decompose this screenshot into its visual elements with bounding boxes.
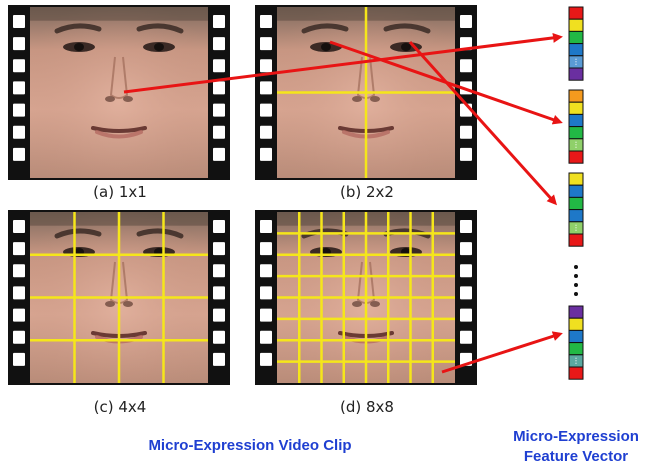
vector-cell: [568, 172, 584, 186]
vector-cell: [568, 126, 584, 140]
sprocket-hole: [213, 286, 225, 300]
sprocket-hole: [260, 352, 272, 366]
arrow-2x2-block2-to-vector: [408, 40, 558, 206]
panel-c: [8, 210, 230, 385]
panel-label-b: (b) 2x2: [340, 183, 394, 201]
sprocket-hole: [260, 125, 272, 139]
sprocket-hole: [13, 125, 25, 139]
grid-2x2: [277, 7, 455, 178]
sprocket-hole: [460, 242, 472, 256]
vector-cell: [568, 30, 584, 45]
vector-cell: [568, 342, 584, 356]
sprocket-hole: [13, 330, 25, 344]
sprocket-hole: [260, 81, 272, 95]
sprocket-hole: [13, 59, 25, 73]
feature-histogram-block: [568, 89, 584, 164]
sprocket-hole: [213, 147, 225, 161]
sprocket-hole: [460, 59, 472, 73]
sprocket-hole: [213, 242, 225, 256]
vector-cell: [568, 6, 584, 20]
video-clip-title: Micro-Expression Video Clip: [148, 437, 351, 454]
sprocket-hole: [213, 330, 225, 344]
sprocket-hole: [460, 125, 472, 139]
sprocket-hole: [460, 147, 472, 161]
sprocket-hole: [13, 81, 25, 95]
vector-ellipsis: [574, 265, 578, 296]
feature-vector-title-line2: Feature Vector: [524, 448, 628, 465]
sprocket-hole: [213, 37, 225, 51]
sprocket-hole: [213, 220, 225, 233]
vector-cell: [568, 329, 584, 344]
sprocket-hole: [13, 352, 25, 366]
sprocket-hole: [213, 264, 225, 278]
panel-a: [8, 5, 230, 180]
vector-cell: [568, 101, 584, 115]
sprocket-hole: [13, 103, 25, 117]
sprocket-hole: [460, 330, 472, 344]
vector-cell: [568, 305, 584, 319]
grid-8x8: [277, 212, 455, 383]
sprocket-hole: [213, 125, 225, 139]
sprocket-hole: [260, 308, 272, 322]
face-image: [30, 7, 208, 178]
sprocket-hole: [260, 37, 272, 51]
sprocket-hole: [460, 15, 472, 28]
grid-4x4: [30, 212, 208, 383]
panel-label-c: (c) 4x4: [94, 398, 147, 416]
sprocket-hole: [260, 286, 272, 300]
vector-cell: [568, 233, 584, 247]
panel-label-a: (a) 1x1: [93, 183, 147, 201]
feature-vector-title-line1: Micro-Expression: [513, 428, 639, 445]
sprocket-hole: [13, 37, 25, 51]
vector-cell: [568, 317, 584, 331]
sprocket-hole: [213, 15, 225, 28]
feature-histogram-block: [568, 172, 584, 247]
feature-histogram-block: [568, 6, 584, 81]
vector-cell: [568, 18, 584, 32]
sprocket-hole: [213, 308, 225, 322]
sprocket-hole: [213, 81, 225, 95]
sprocket-hole: [260, 242, 272, 256]
vector-cell: [568, 89, 584, 103]
vector-cell: [568, 150, 584, 164]
feature-vector: [568, 6, 584, 380]
arrow-1x1-to-vector: [123, 32, 563, 94]
sprocket-hole: [13, 308, 25, 322]
sprocket-hole: [260, 264, 272, 278]
sprocket-hole: [13, 286, 25, 300]
sprocket-hole: [460, 37, 472, 51]
vector-cell: [568, 196, 584, 211]
sprocket-hole: [260, 59, 272, 73]
sprocket-hole: [13, 220, 25, 233]
sprocket-hole: [13, 147, 25, 161]
sprocket-hole: [13, 264, 25, 278]
vector-cell: [568, 184, 584, 198]
sprocket-hole: [260, 220, 272, 233]
sprocket-hole: [260, 147, 272, 161]
vector-cell: [568, 67, 584, 81]
arrows: [123, 32, 563, 374]
vector-cell: [568, 209, 584, 223]
vector-cell: [568, 113, 584, 128]
feature-histogram-block: [568, 305, 584, 380]
sprocket-hole: [260, 103, 272, 117]
panel-label-d: (d) 8x8: [340, 398, 394, 416]
sprocket-hole: [260, 330, 272, 344]
vector-cell: [568, 366, 584, 380]
arrow-8x8-to-vector: [441, 331, 563, 374]
vector-cell: [568, 43, 584, 57]
panel-d: [255, 210, 477, 385]
sprocket-hole: [213, 103, 225, 117]
sprocket-hole: [13, 15, 25, 28]
sprocket-hole: [13, 242, 25, 256]
sprocket-hole: [213, 352, 225, 366]
sprocket-hole: [460, 286, 472, 300]
sprocket-hole: [460, 308, 472, 322]
sprocket-hole: [260, 15, 272, 28]
sprocket-hole: [213, 59, 225, 73]
sprocket-hole: [460, 220, 472, 233]
sprocket-hole: [460, 264, 472, 278]
panel-b: [255, 5, 477, 180]
